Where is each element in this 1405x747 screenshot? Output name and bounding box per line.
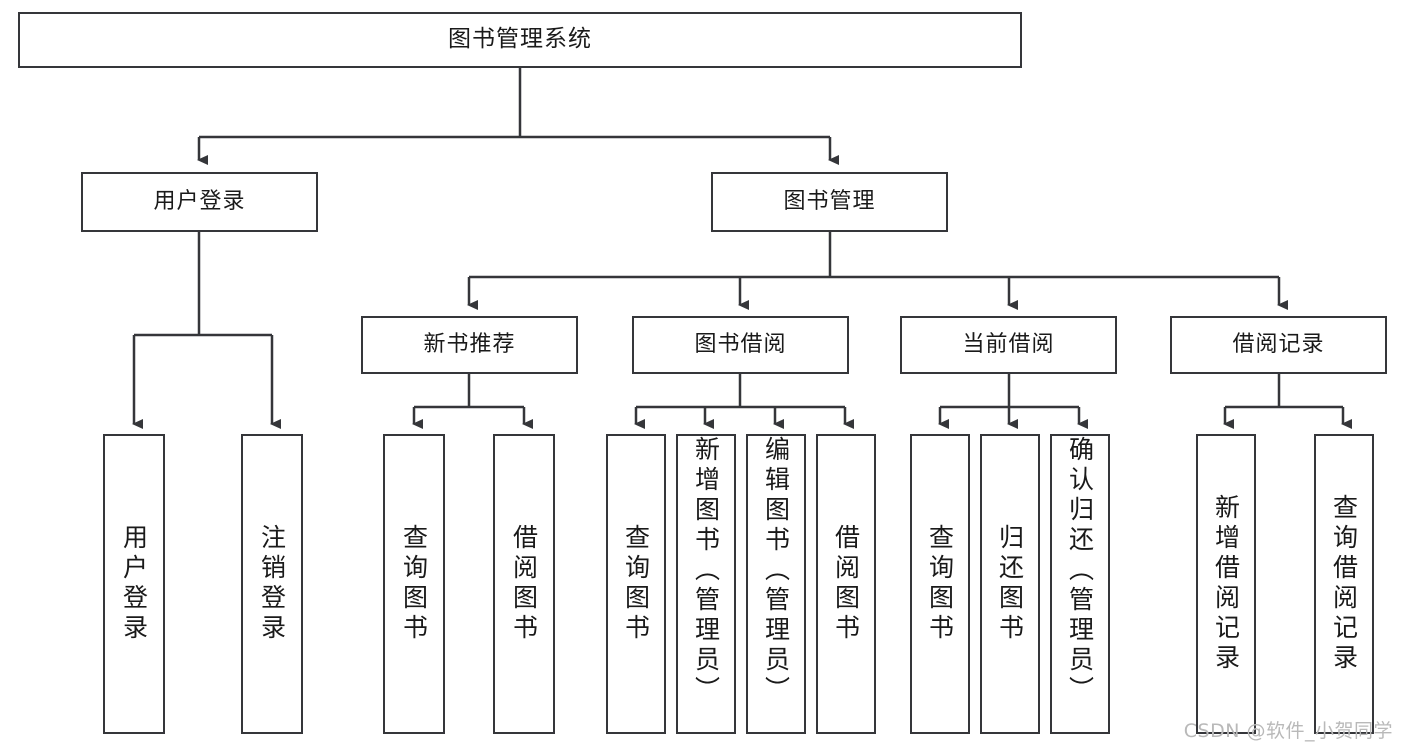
leaf-borrow-borrow-book[interactable]: 借阅图书 — [816, 434, 876, 734]
node-label: 编辑图书（管理员） — [761, 436, 791, 706]
node-label: 新书推荐 — [423, 331, 516, 357]
leaf-current-return-book[interactable]: 归还图书 — [980, 434, 1040, 734]
leaf-recommend-borrow-book[interactable]: 借阅图书 — [493, 434, 555, 734]
leaf-borrow-edit-book-admin[interactable]: 编辑图书（管理员） — [746, 434, 806, 734]
node-label: 用户登录 — [153, 188, 246, 214]
leaf-current-confirm-return-admin[interactable]: 确认归还（管理员） — [1050, 434, 1110, 734]
leaf-current-query-book[interactable]: 查询图书 — [910, 434, 970, 734]
leaf-records-add-record[interactable]: 新增借阅记录 — [1196, 434, 1256, 734]
node-new-book-recommend[interactable]: 新书推荐 — [361, 316, 578, 374]
node-label: 查询图书 — [925, 524, 955, 644]
leaf-borrow-add-book-admin[interactable]: 新增图书（管理员） — [676, 434, 736, 734]
node-label: 新增图书（管理员） — [691, 436, 721, 706]
node-label: 借阅图书 — [831, 524, 861, 644]
node-label: 借阅记录 — [1232, 331, 1325, 357]
node-label: 借阅图书 — [509, 524, 539, 644]
node-user-login[interactable]: 用户登录 — [81, 172, 318, 232]
node-label: 用户登录 — [119, 524, 149, 644]
node-current-borrow[interactable]: 当前借阅 — [900, 316, 1117, 374]
leaf-records-query-record[interactable]: 查询借阅记录 — [1314, 434, 1374, 734]
node-label: 查询图书 — [399, 524, 429, 644]
node-label: 图书管理系统 — [448, 26, 592, 53]
leaf-borrow-query-book[interactable]: 查询图书 — [606, 434, 666, 734]
node-label: 当前借阅 — [962, 331, 1055, 357]
node-label: 图书借阅 — [694, 331, 787, 357]
node-book-borrow[interactable]: 图书借阅 — [632, 316, 849, 374]
node-book-management[interactable]: 图书管理 — [711, 172, 948, 232]
node-label: 新增借阅记录 — [1211, 494, 1241, 674]
node-label: 查询图书 — [621, 524, 651, 644]
leaf-user-login-logout[interactable]: 注销登录 — [241, 434, 303, 734]
leaf-recommend-query-book[interactable]: 查询图书 — [383, 434, 445, 734]
node-label: 归还图书 — [995, 524, 1025, 644]
node-label: 图书管理 — [783, 188, 876, 214]
leaf-user-login-login[interactable]: 用户登录 — [103, 434, 165, 734]
node-label: 注销登录 — [257, 524, 287, 644]
node-label: 查询借阅记录 — [1329, 494, 1359, 674]
watermark-text: CSDN @软件_小贺同学 — [1183, 720, 1393, 742]
node-borrow-records[interactable]: 借阅记录 — [1170, 316, 1387, 374]
node-label: 确认归还（管理员） — [1065, 436, 1095, 706]
node-root-system[interactable]: 图书管理系统 — [18, 12, 1022, 68]
